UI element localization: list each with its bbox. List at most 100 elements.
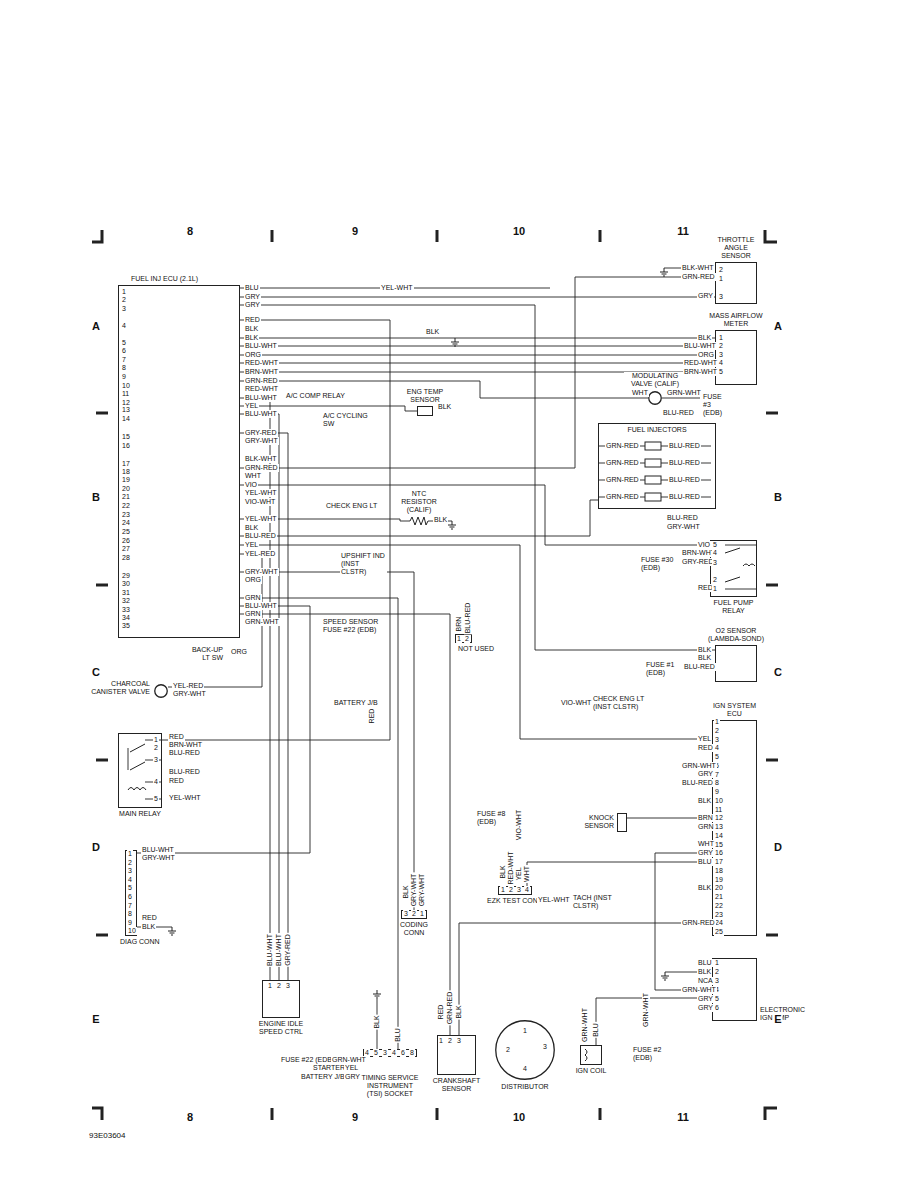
wire-color: NCA — [697, 977, 714, 985]
wire-color: VIO-WHT — [244, 498, 276, 506]
grid-reference: E — [91, 1013, 100, 1026]
pin-number: 35 — [121, 622, 131, 630]
wire-color: GRY — [697, 292, 714, 300]
valve-symbol: MODULATING VALVE (CALIF) — [648, 391, 662, 405]
pin-number: 1 — [718, 334, 724, 342]
wire-color: GRY-WHT — [172, 690, 207, 698]
pin-number: 1 — [267, 982, 273, 990]
pin-number: 30 — [121, 580, 131, 588]
wire-color: BLK — [697, 884, 712, 892]
wire-color: RED — [697, 744, 714, 752]
injector-symbol — [645, 442, 661, 450]
pin-number: 1 — [714, 718, 720, 726]
pin-number: 3 — [456, 1037, 462, 1045]
pin-number: 5 — [153, 795, 159, 803]
pin-number: 18 — [714, 867, 724, 875]
frame-mark — [92, 1108, 102, 1120]
wire-color: GRN-WHT — [681, 762, 717, 770]
circuit-label: CHECK ENG LT (INST CLSTR) — [592, 695, 646, 711]
circuit-label: CHECK ENG LT — [325, 502, 378, 510]
wire — [240, 355, 715, 356]
wire-color: BLK — [697, 654, 712, 662]
wire-color: VIO — [697, 541, 711, 549]
wire-color: BLU-WHT — [244, 410, 278, 418]
pin-number: 19 — [714, 876, 724, 884]
circuit-label: BATTERY J/B — [333, 699, 379, 707]
pin-number: 10 — [127, 927, 137, 935]
frame-mark — [766, 584, 778, 587]
component-name: TIMING SERVICE INSTRUMENT (TSI) SOCKET — [360, 1074, 420, 1098]
wire-color: GRN — [244, 594, 262, 602]
wire-color: BRN — [455, 616, 463, 633]
frame-mark — [96, 584, 108, 587]
wire — [128, 748, 129, 770]
grid-reference: C — [91, 666, 101, 679]
component-name: ELECTRONIC IGN AMP — [760, 1006, 812, 1022]
wire-color: BRN-WHT — [244, 368, 279, 376]
pin-number: 1 — [127, 850, 133, 858]
wire-color: ORG — [697, 351, 715, 359]
wire — [725, 545, 757, 546]
wire-color: BLU — [697, 959, 713, 967]
pin-number: 6 — [121, 347, 127, 355]
pin-number: 16 — [714, 849, 724, 857]
pin-number: 14 — [121, 415, 131, 423]
pin-number: 3 — [403, 910, 409, 918]
pin-number: 2 — [718, 266, 724, 274]
pin-number: 17 — [714, 858, 724, 866]
pin-number: 8 — [127, 910, 133, 918]
resistor-symbol: NTC RESISTOR (CALIF) — [410, 517, 428, 525]
pin-number: 1 — [438, 1037, 444, 1045]
wire-color: WHT — [631, 389, 649, 397]
wire-color: GRN-RED — [446, 991, 454, 1026]
wire-color: BLK — [244, 325, 259, 333]
wire-color: GRY-WHT — [244, 437, 279, 445]
wire-color: BLU-RED — [683, 663, 716, 671]
wire-color: GRY-WHT — [418, 873, 426, 908]
wire-color: BLK — [499, 864, 507, 879]
pin-number: 4 — [127, 876, 133, 884]
frame-mark — [96, 412, 108, 415]
wire-color: GRN-WHT — [642, 992, 650, 1028]
component-name: DISTRIBUTOR — [495, 1083, 555, 1091]
pin-number: 1 — [718, 275, 724, 283]
pin-number: 1 — [500, 886, 506, 894]
frame-mark — [766, 759, 778, 762]
pin-number: 1 — [153, 736, 159, 744]
wire-color: YEL — [344, 1064, 359, 1072]
wire — [240, 363, 715, 364]
wire-color: VIO-WHT — [515, 809, 523, 841]
pin-number: 4 — [121, 322, 127, 330]
circle-outline — [648, 391, 662, 405]
pin-number: 13 — [121, 406, 131, 414]
pin-number: 22 — [121, 502, 131, 510]
wire-color: BLU-RED — [168, 768, 201, 776]
wire-color: BLU-WHT — [244, 342, 278, 350]
wire-color: GRY — [697, 995, 714, 1003]
wire-color: BLU-WHT — [141, 846, 175, 854]
pin-number: 2 — [127, 859, 133, 867]
wire-color: GRY-RED — [244, 429, 278, 437]
circuit-label: FUSE #1 (EDB) — [645, 661, 681, 677]
pin-number: 22 — [714, 902, 724, 910]
component-name: FUEL PUMP RELAY — [708, 599, 760, 615]
wire-color: GRN — [244, 610, 262, 618]
wire-color: GRY — [697, 849, 714, 857]
pin-number: 23 — [714, 911, 724, 919]
wire-color: BLU-RED — [668, 493, 701, 501]
component-name: KNOCK SENSOR — [578, 814, 614, 830]
ground-symbol — [373, 990, 381, 998]
grid-reference: B — [91, 491, 101, 504]
circuit-label: TACH (INST CLSTR) — [572, 894, 619, 910]
wire-color: ORG — [230, 648, 248, 656]
frame-mark — [765, 230, 777, 242]
pin-number: 3 — [285, 982, 291, 990]
wire-color: WHT — [523, 865, 531, 883]
pin-number: 3 — [714, 977, 720, 985]
wire-color: GRN-RED — [244, 464, 279, 472]
wire-color: RED — [368, 708, 376, 725]
wire-color: GRY-WHT — [244, 568, 279, 576]
injector-symbol — [645, 459, 661, 467]
pin-number: 33 — [121, 606, 131, 614]
wire-color: ORG — [244, 576, 262, 584]
